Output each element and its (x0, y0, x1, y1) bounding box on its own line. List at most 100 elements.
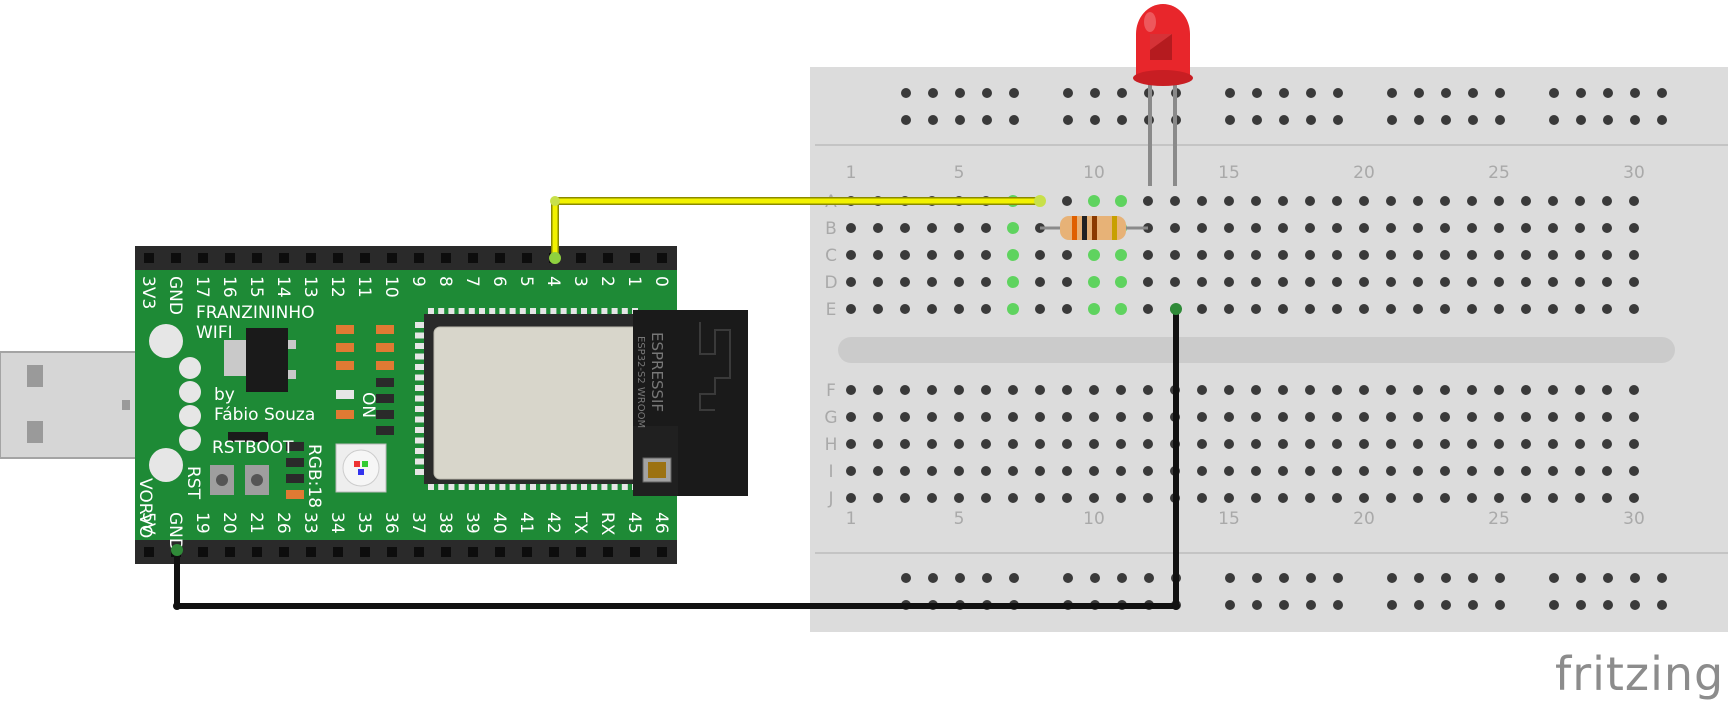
breadboard-hole (1440, 493, 1450, 503)
bottom-pin-label: GND (165, 512, 185, 551)
breadboard-hole (1359, 277, 1369, 287)
breadboard-hole (1332, 439, 1342, 449)
breadboard-hole (1278, 277, 1288, 287)
breadboard-hole (1035, 466, 1045, 476)
module-pad (458, 308, 465, 316)
power-rail-hole (1576, 600, 1586, 610)
breadboard-hole (1197, 277, 1207, 287)
breadboard-hole (1278, 385, 1288, 395)
top-pin-label: 0 (651, 276, 671, 287)
module-pad (415, 416, 425, 423)
header-pin (171, 253, 181, 263)
breadboard-hole (873, 250, 883, 260)
breadboard-hole (1440, 439, 1450, 449)
on-led-label: ON (358, 392, 378, 418)
breadboard-hole (1386, 466, 1396, 476)
header-pin (603, 547, 613, 557)
breadboard-hole (1008, 466, 1018, 476)
power-rail-hole (1657, 573, 1667, 583)
header-pin (657, 547, 667, 557)
breadboard-hole (873, 412, 883, 422)
breadboard-hole (1359, 223, 1369, 233)
breadboard-hole (1359, 466, 1369, 476)
breadboard-hole (1170, 277, 1180, 287)
column-number: 25 (1488, 163, 1510, 183)
power-rail-hole (1630, 600, 1640, 610)
breadboard-hole (1413, 412, 1423, 422)
breadboard-hole (1332, 304, 1342, 314)
module-pad (591, 308, 598, 316)
breadboard-hole (873, 493, 883, 503)
top-pin-label: 9 (408, 276, 428, 287)
breadboard-hole (1494, 412, 1504, 422)
power-rail-hole (1630, 88, 1640, 98)
breadboard-hole (981, 412, 991, 422)
breadboard-hole (1305, 223, 1315, 233)
breadboard-hole (1224, 412, 1234, 422)
module-pad (499, 308, 506, 316)
led-icon (1133, 4, 1193, 186)
module-pad (438, 482, 445, 490)
top-pin-label: 2 (597, 276, 617, 287)
power-rail-hole (1090, 573, 1100, 583)
power-rail-hole (1441, 88, 1451, 98)
power-rail-hole (928, 115, 938, 125)
row-label: F (826, 381, 836, 401)
breadboard-hole (1602, 277, 1612, 287)
breadboard-hole (1251, 466, 1261, 476)
module-brand: ESPRESSIF (648, 332, 666, 412)
rgb-led-icon (335, 443, 387, 493)
breadboard-hole (1440, 250, 1450, 260)
bottom-pin-label: 34 (327, 512, 347, 534)
breadboard-hole (1062, 304, 1072, 314)
module-pad (415, 385, 425, 391)
row-label: E (826, 300, 837, 320)
top-pin-label: 17 (192, 276, 212, 298)
breadboard-hole (1197, 493, 1207, 503)
power-rail-hole (1306, 115, 1316, 125)
breadboard-hole (1143, 250, 1153, 260)
board-by-line2: Fábio Souza (214, 405, 315, 425)
breadboard-hole (1089, 439, 1099, 449)
breadboard-hole (1548, 304, 1558, 314)
power-rail-hole (1117, 88, 1127, 98)
breadboard-hole (1602, 412, 1612, 422)
power-rail-hole (1387, 115, 1397, 125)
power-rail-hole (1063, 88, 1073, 98)
power-rail-hole (982, 88, 992, 98)
breadboard-hole (1494, 250, 1504, 260)
power-rail-hole (1333, 88, 1343, 98)
module-pad (415, 343, 425, 349)
module-pad (415, 322, 425, 328)
column-number: 10 (1083, 163, 1105, 183)
breadboard-hole (1548, 250, 1558, 260)
breadboard-hole (1170, 196, 1180, 206)
top-pin-label: 1 (624, 276, 644, 287)
breadboard-hole (1575, 250, 1585, 260)
breadboard-hole (1359, 304, 1369, 314)
breadboard-hole (1548, 385, 1558, 395)
module-pad (499, 482, 506, 490)
header-pin (144, 547, 154, 557)
breadboard-hole (1494, 196, 1504, 206)
breadboard-hole (1521, 223, 1531, 233)
module-pad (468, 308, 475, 316)
breadboard-hole (1413, 493, 1423, 503)
breadboard-hole (1197, 196, 1207, 206)
module-pad (509, 308, 516, 316)
module-pad (611, 482, 618, 490)
power-rail-hole (1468, 88, 1478, 98)
breadboard-hole (1115, 276, 1127, 288)
breadboard-hole (927, 439, 937, 449)
resistor-icon (1040, 216, 1148, 240)
breadboard-hole (1305, 385, 1315, 395)
breadboard-hole (1494, 223, 1504, 233)
power-rail-hole (1603, 573, 1613, 583)
module-pad (415, 364, 425, 370)
breadboard-hole (1278, 412, 1288, 422)
breadboard-hole (981, 385, 991, 395)
row-label: I (828, 462, 833, 482)
header-pin (306, 253, 316, 263)
vbus-label: VORVO (135, 478, 155, 538)
column-number: 20 (1353, 509, 1375, 529)
